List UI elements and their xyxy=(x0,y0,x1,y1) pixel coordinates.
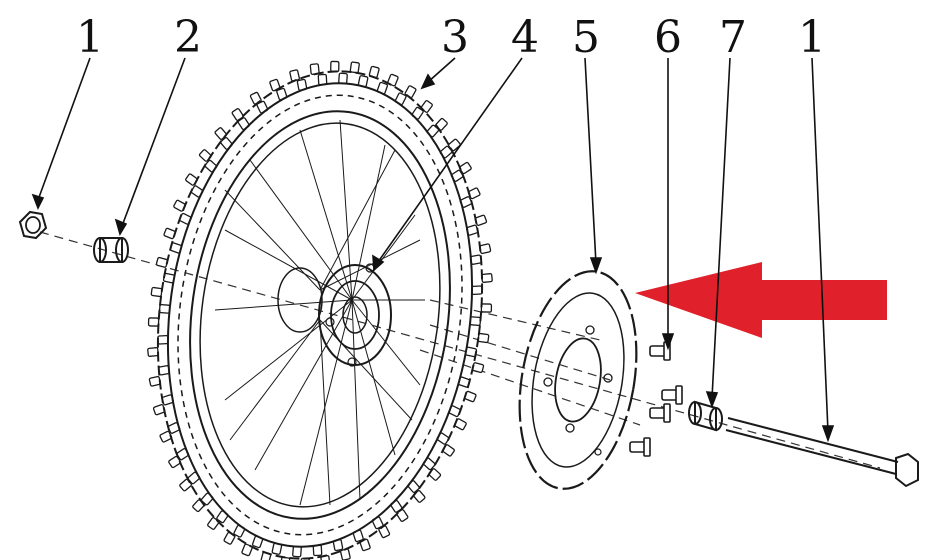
tread-block xyxy=(340,548,351,560)
callout-labels: 1 2 3 4 5 6 7 1 xyxy=(76,12,826,63)
tread-block xyxy=(157,334,169,345)
tire xyxy=(156,70,484,560)
tread-block xyxy=(147,317,160,327)
direction-arrow xyxy=(635,262,887,338)
callout-tire: 3 xyxy=(441,12,469,63)
callout-axle: 1 xyxy=(798,12,826,63)
callout-spacer-left: 2 xyxy=(174,12,202,63)
tread-block xyxy=(289,69,300,82)
axle xyxy=(725,417,919,488)
tread-block xyxy=(447,138,461,152)
disc-bolts xyxy=(629,341,683,457)
callout-axle-nut: 1 xyxy=(76,12,104,63)
tread-block xyxy=(231,108,244,121)
tread-block xyxy=(147,347,159,357)
tread-block xyxy=(349,61,360,74)
leader-lines xyxy=(31,57,835,443)
assembly-centerlines xyxy=(39,231,881,469)
wheel-spokes xyxy=(214,119,425,506)
spacer-left xyxy=(93,237,129,263)
tread-block xyxy=(168,455,182,469)
tread-block xyxy=(338,72,348,85)
brake-disc xyxy=(518,270,638,490)
tread-block xyxy=(480,303,493,313)
tread-block xyxy=(330,60,340,73)
tread-block xyxy=(458,161,472,175)
callout-spacer-right: 7 xyxy=(719,12,747,63)
tread-block xyxy=(150,286,163,298)
wheel-hub xyxy=(277,263,392,367)
tread-block xyxy=(471,285,483,296)
tread-block xyxy=(481,273,493,283)
spacer-right xyxy=(688,400,723,432)
callout-brake-disc: 5 xyxy=(572,12,600,63)
callout-hub: 4 xyxy=(511,12,539,63)
tread-block xyxy=(396,509,409,522)
axle-nut xyxy=(18,210,48,240)
tread-block xyxy=(241,543,253,557)
callout-disc-bolt: 6 xyxy=(654,12,682,63)
tread-block xyxy=(292,545,302,558)
